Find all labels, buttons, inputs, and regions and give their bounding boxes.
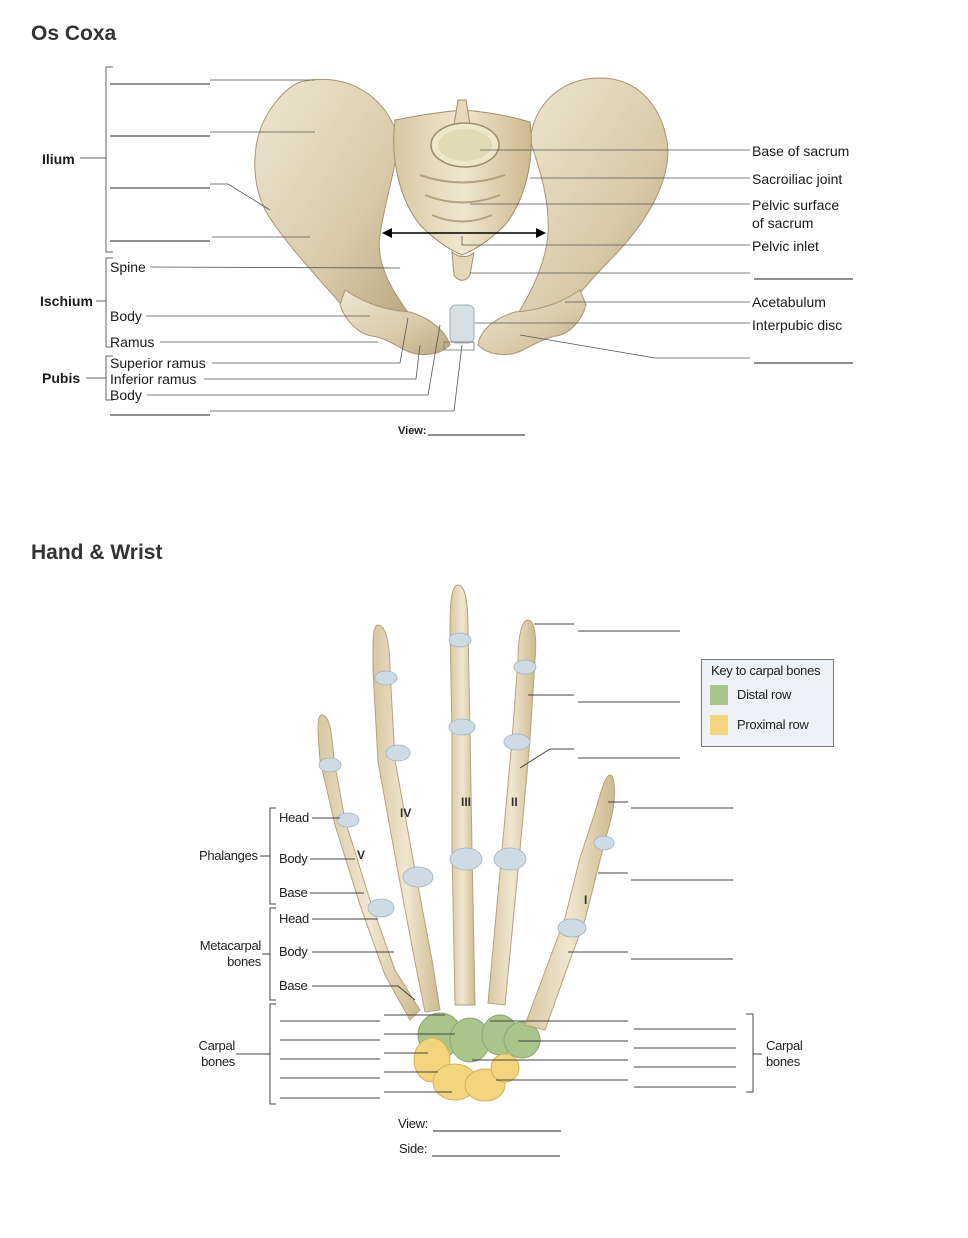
sacroiliac-joint-label: Sacroiliac joint [752,171,843,187]
superior-ramus-label: Superior ramus [110,355,206,371]
left-pubis [339,289,451,356]
acetabulum-label: Acetabulum [752,294,826,310]
left-carpal-label-2: bones [201,1054,235,1069]
digit-iv-numeral: IV [400,806,412,820]
digit-iii-numeral: III [461,795,472,809]
os-coxa-title: Os Coxa [31,22,117,45]
hand-side-label: Side: [399,1141,428,1156]
proximal-row-label: Proximal row [737,717,809,732]
proximal-row-swatch [710,715,728,735]
pelvic-inlet-label: Pelvic inlet [752,238,819,254]
ischium-group-label: Ischium [40,293,93,309]
ischium-body-label: Body [110,308,142,324]
right-pubis [477,289,587,356]
inferior-ramus-label: Inferior ramus [110,371,197,387]
phalanx-head-label: Head [279,810,309,825]
metacarpal-body-label: Body [279,944,308,959]
digit-i-numeral: I [584,893,588,907]
metacarpal-label-2: bones [227,954,261,969]
pubis-group-label: Pubis [42,370,81,386]
key-title: Key to carpal bones [711,663,821,678]
right-carpal-label-2: bones [766,1054,800,1069]
right-carpal-label-1: Carpal [766,1038,803,1053]
spine-label: Spine [110,259,146,275]
digit-v-numeral: V [357,848,366,862]
metacarpal-head-label: Head [279,911,309,926]
phalanx-body-label: Body [279,851,308,866]
hand-wrist-title: Hand & Wrist [31,541,163,564]
metacarpal-label-1: Metacarpal [199,938,262,953]
digit-ii-numeral: II [511,795,518,809]
phalanges-label: Phalanges [199,848,258,863]
interpubic-disc-label: Interpubic disc [752,317,843,333]
left-carpal-label-1: Carpal [198,1038,236,1053]
ilium-group-label: Ilium [42,151,75,167]
base-of-sacrum-label: Base of sacrum [752,143,850,159]
pelvic-surface-label-2: of sacrum [752,215,814,231]
carpal-key: Key to carpal bones Distal row Proximal … [701,659,834,747]
pelvic-surface-label-1: Pelvic surface [752,197,840,213]
pelvis-view-label: View: [398,425,427,437]
left-ilium [254,78,411,327]
phalanx-base-label: Base [279,885,308,900]
ramus-label: Ramus [110,334,155,350]
distal-row-label: Distal row [737,687,792,702]
pubis-body-label: Body [110,387,142,403]
hand-view-label: View: [398,1116,429,1131]
hand-figure [236,584,762,1157]
right-ilium [514,77,669,327]
distal-row-swatch [710,685,728,705]
metacarpal-base-label: Base [279,978,308,993]
